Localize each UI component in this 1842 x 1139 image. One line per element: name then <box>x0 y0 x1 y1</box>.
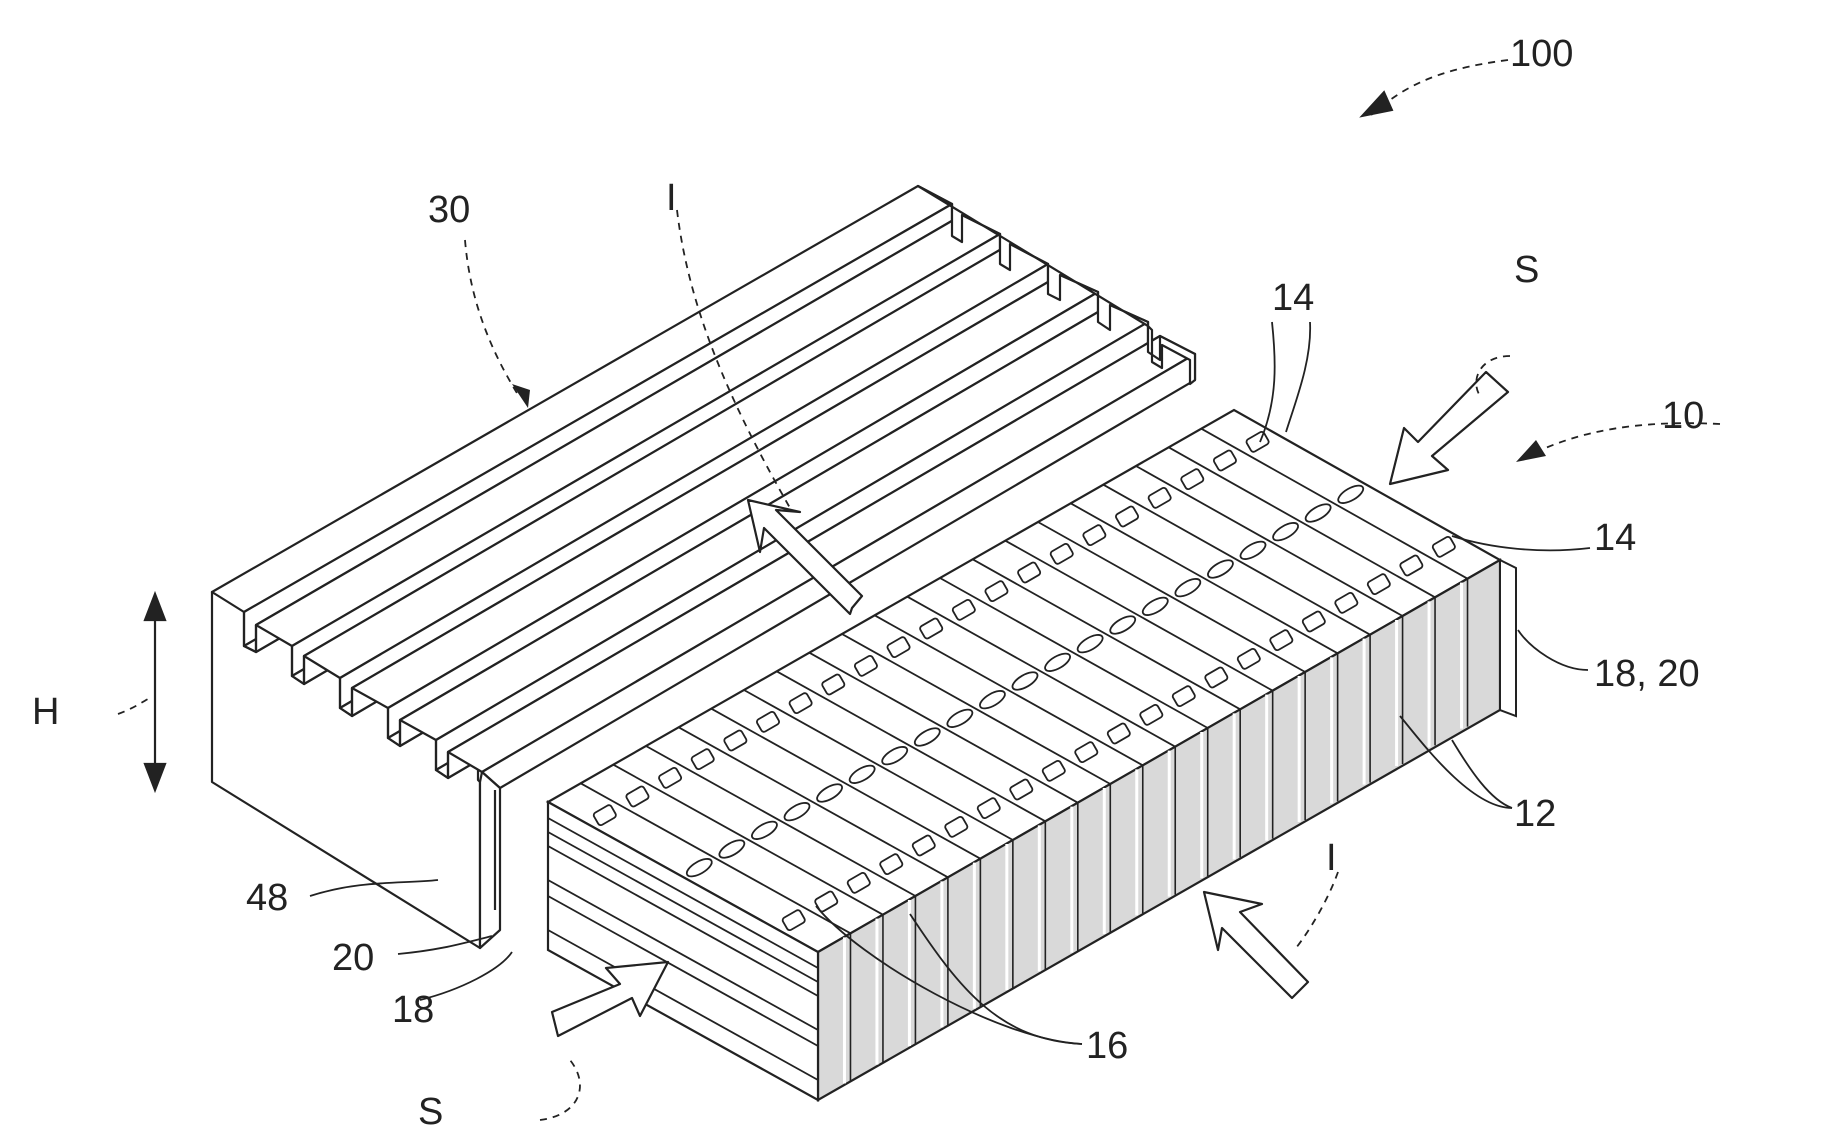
label-S-top: S <box>1514 249 1539 291</box>
label-10: 10 <box>1662 395 1704 437</box>
arrow-100 <box>1362 92 1392 116</box>
label-H: H <box>32 691 59 733</box>
label-12: 12 <box>1514 793 1556 835</box>
label-20: 20 <box>332 937 374 979</box>
arrow-30 <box>512 384 530 408</box>
label-30: 30 <box>428 189 470 231</box>
label-18-20: 18, 20 <box>1594 653 1700 695</box>
label-S-bottom: S <box>418 1091 443 1133</box>
label-18: 18 <box>392 989 434 1031</box>
end-plate-rear <box>1500 560 1516 716</box>
label-100: 100 <box>1510 33 1573 75</box>
label-14-top: 14 <box>1272 277 1314 319</box>
label-48: 48 <box>246 877 288 919</box>
arrow-10 <box>1516 440 1546 462</box>
label-I-bottom: I <box>1326 837 1337 879</box>
label-I-top: I <box>666 177 677 219</box>
label-14-right: 14 <box>1594 517 1636 559</box>
arrow-I-bottom <box>1204 892 1308 998</box>
label-16: 16 <box>1086 1025 1128 1067</box>
height-arrow <box>145 594 165 790</box>
arrow-S-top <box>1390 372 1508 484</box>
